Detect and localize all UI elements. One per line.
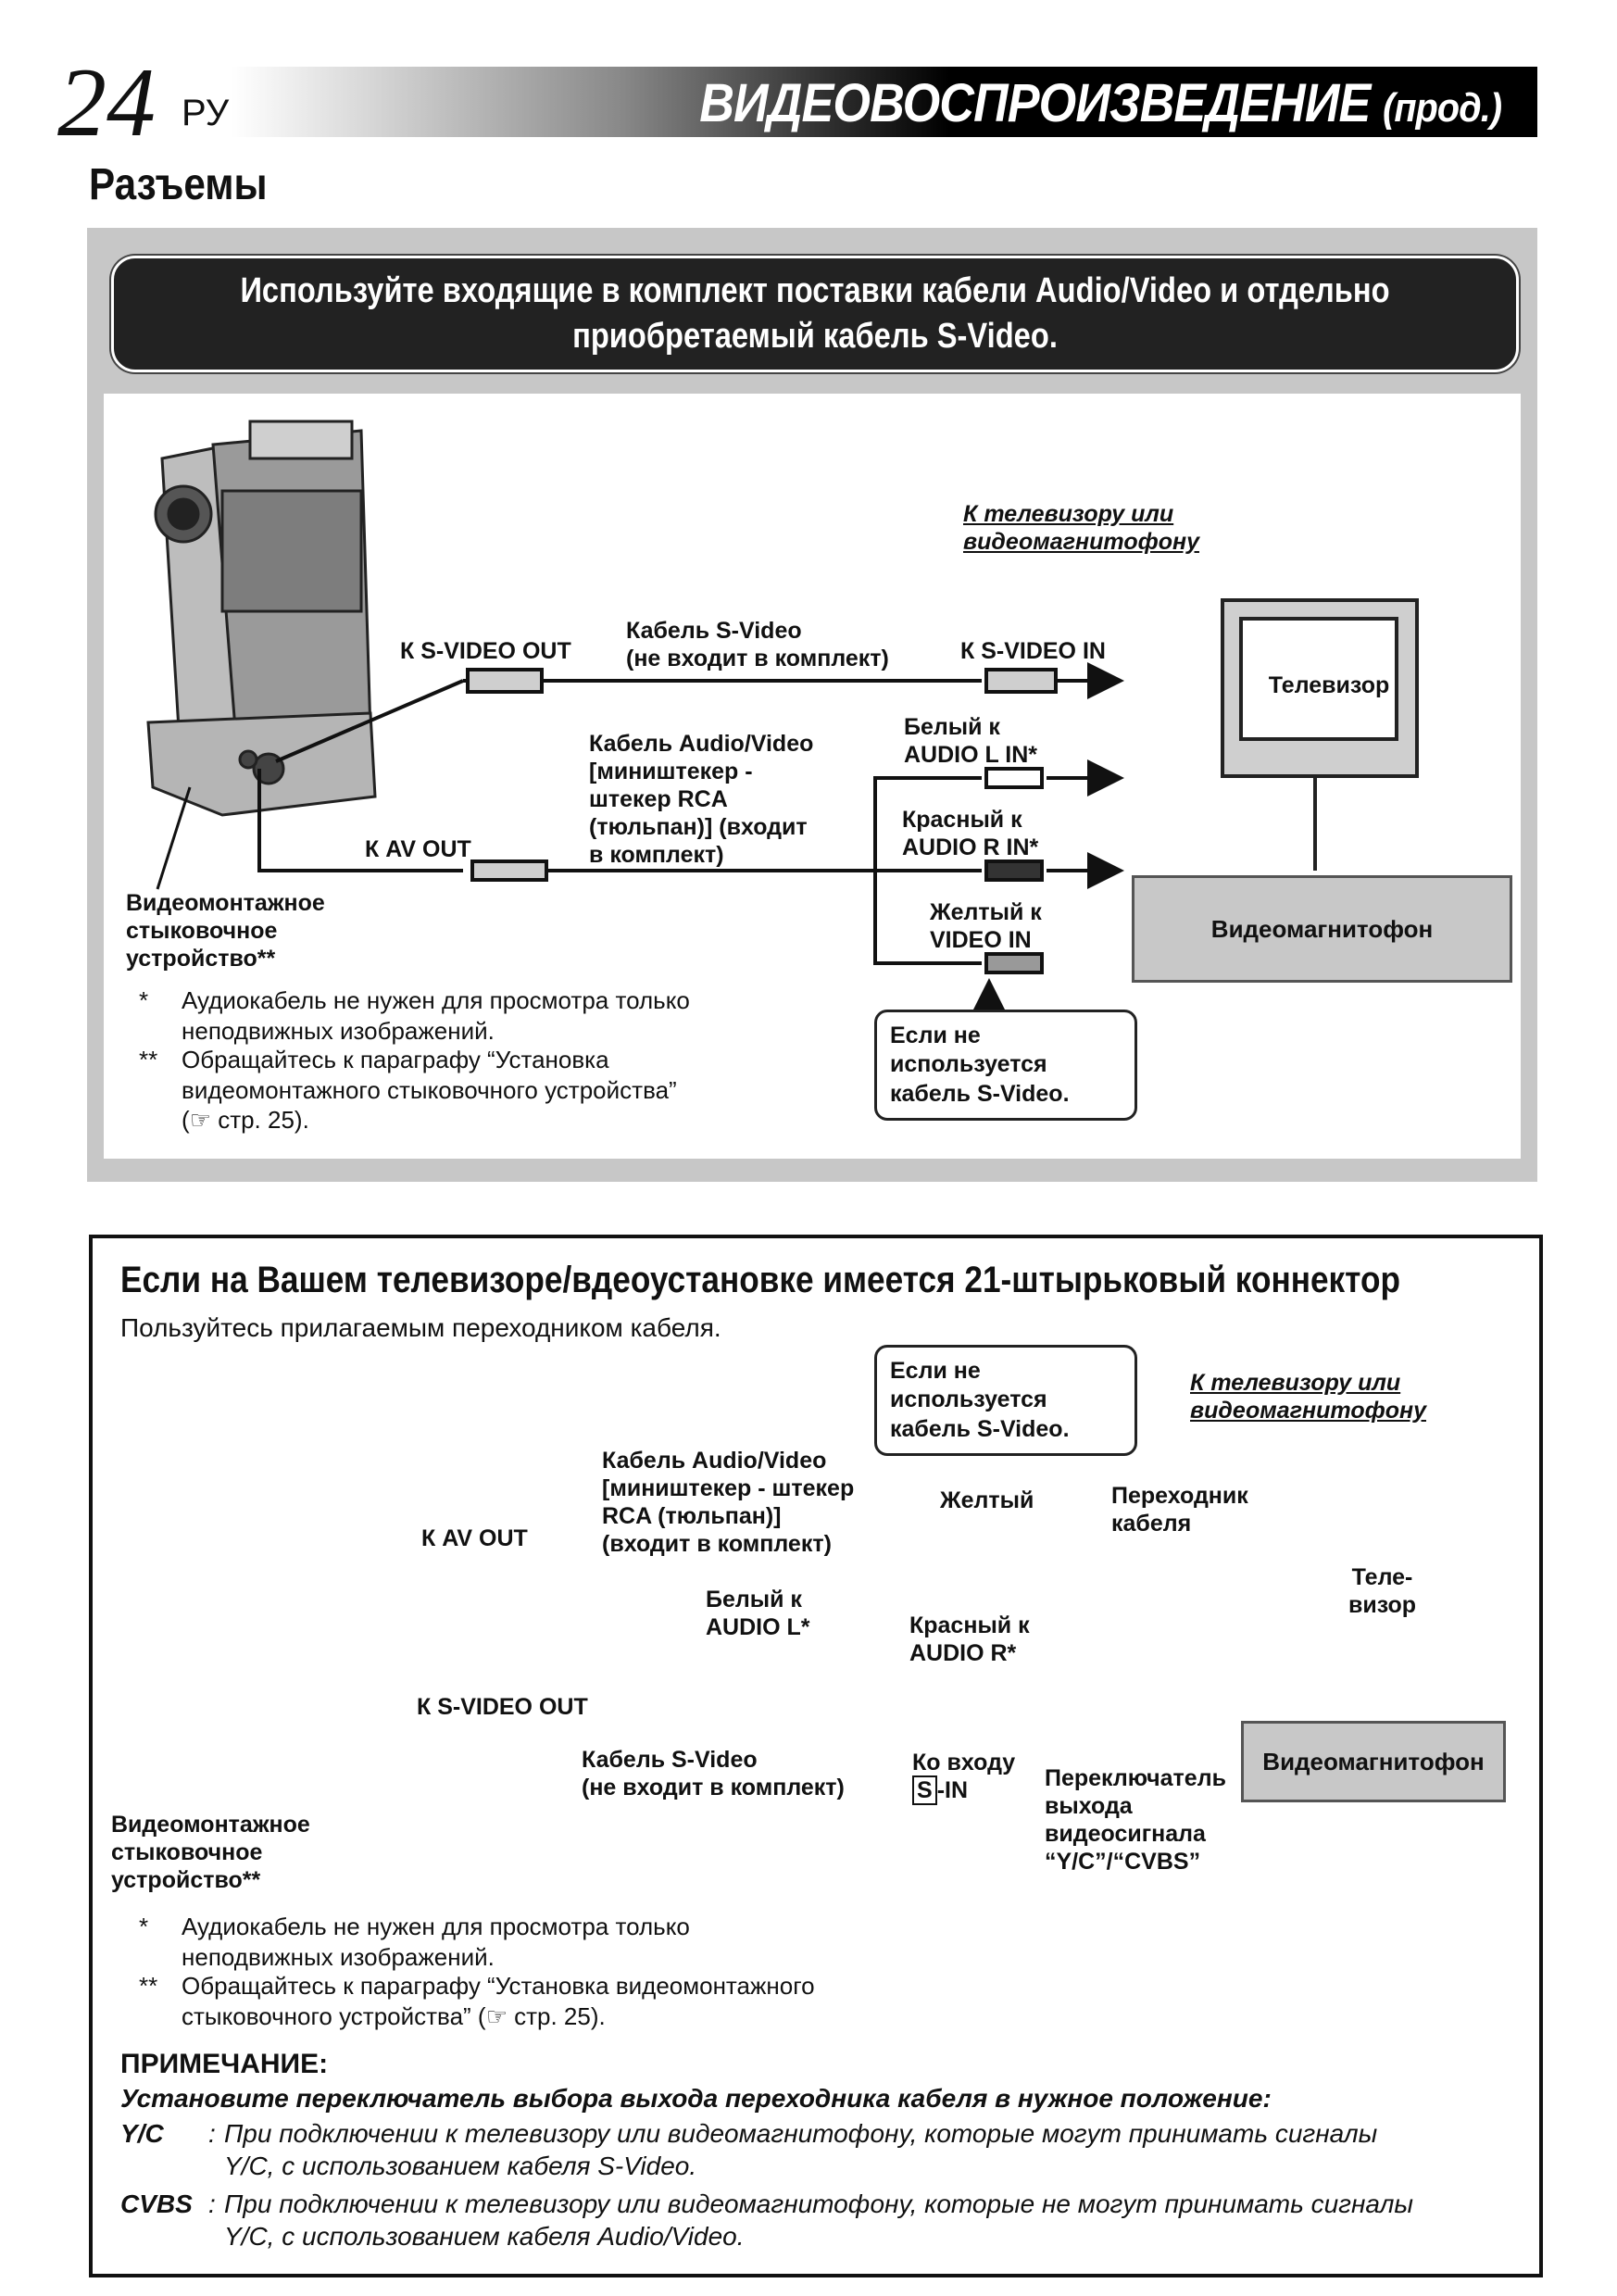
footnote-1b: ** Обращайтесь к параграфу “Установка ви… (139, 1045, 843, 1137)
footnote-mark: * (139, 1913, 149, 1940)
note-heading: ПРИМЕЧАНИЕ: (120, 2049, 329, 2079)
section-title: Разъемы (89, 160, 268, 209)
note-instruction: Установите переключатель выбора выхода п… (120, 2084, 1272, 2113)
header-title-main: ВИДЕОВОСПРОИЗВЕДЕНИЕ (699, 73, 1371, 133)
tv-label-1: Телевизор (1268, 672, 1390, 698)
switch-label: Переключатель выхода видеосигнала “Y/C”/… (1045, 1765, 1226, 1875)
note-cvbs-key: CVBS (120, 2189, 193, 2218)
vcr-label-1: Видеомагнитофон (1210, 914, 1434, 943)
dock-label-2: Видеомонтажное стыковочное устройство** (111, 1812, 310, 1893)
av-cable-label-1: Кабель Audio/Video [миништекер - штекер … (589, 731, 814, 868)
av-out-label-2: К AV OUT (421, 1525, 528, 1551)
note-yc-text: При подключении к телевизору или видеома… (224, 2119, 1378, 2180)
to-tv-vcr-label-1: К телевизору или видеомагнитофону (963, 501, 1199, 555)
footnote-2a: * Аудиокабель не нужен для просмотра тол… (139, 1912, 972, 1971)
vcr-label-2: Видеомагнитофон (1262, 1747, 1485, 1775)
scart-title: Если на Вашем телевизоре/вдеоустановке и… (120, 1260, 1400, 1300)
scart-subtitle: Пользуйтесь прилагаемым переходником каб… (120, 1313, 721, 1342)
tv-label-2: Теле- визор (1348, 1564, 1417, 1618)
s-video-out-label-1: К S-VIDEO OUT (400, 638, 571, 664)
yellow-label-2: Желтый (940, 1487, 1034, 1513)
note-yc-key: Y/C (120, 2119, 164, 2148)
yellow-video-label: Желтый к VIDEO IN (930, 899, 1042, 953)
adapter-label: Переходник кабеля (1111, 1483, 1248, 1537)
note-cvbs: CVBS : При подключении к телевизору или … (120, 2188, 1510, 2252)
vcr-box-1: Видеомагнитофон (1132, 875, 1512, 983)
s-in-label: S-IN (912, 1775, 969, 1805)
dock-label-1: Видеомонтажное стыковочное устройство** (126, 890, 325, 972)
tv-image-1 (1221, 598, 1419, 871)
header-title: ВИДЕОВОСПРОИЗВЕДЕНИЕ (прод.) (699, 72, 1502, 134)
vcr-box-2: Видеомагнитофон (1241, 1721, 1506, 1802)
footnote-text: Аудиокабель не нужен для просмотра тольк… (182, 986, 690, 1045)
s-video-cable-1 (275, 662, 1124, 763)
page-language: РУ (182, 93, 230, 133)
footnote-text: Аудиокабель не нужен для просмотра тольк… (182, 1913, 690, 1971)
footnote-mark: * (139, 986, 149, 1014)
s-video-cable-label-1: Кабель S-Video (не входит в комплект) (626, 618, 889, 671)
s-video-cable-label-2: Кабель S-Video (не входит в комплект) (582, 1747, 845, 1800)
cables-banner: Используйте входящие в комплект поставки… (111, 256, 1519, 372)
to-input-label: Ко входу (912, 1750, 1016, 1775)
callout-no-s-video-2: Если не используется кабель S-Video. (874, 1345, 1137, 1456)
red-audio-r-label: Красный к AUDIO R IN* (902, 807, 1039, 860)
white-audio-l-label-2: Белый к AUDIO L* (706, 1587, 810, 1640)
s-video-in-label-1: К S-VIDEO IN (960, 638, 1106, 664)
footnote-text: Обращайтесь к параграфу “Установка видео… (182, 1046, 677, 1134)
note-cvbs-text: При подключении к телевизору или видеома… (224, 2189, 1414, 2251)
footnote-mark: ** (139, 1972, 158, 2000)
footnote-1a: * Аудиокабель не нужен для просмотра тол… (139, 985, 843, 1045)
dock-pointer-1 (156, 786, 192, 890)
white-audio-l-label: Белый к AUDIO L IN* (904, 714, 1037, 768)
header-title-suffix: (прод.) (1382, 85, 1502, 131)
cables-banner-text: Используйте входящие в комплект поставки… (240, 270, 1390, 356)
page-number: 24 (57, 48, 156, 157)
s-video-out-label-2: К S-VIDEO OUT (417, 1694, 588, 1720)
s-in-text: -IN (936, 1777, 969, 1803)
note-yc-colon: : (208, 2119, 216, 2148)
s-box: S (912, 1775, 937, 1805)
av-cable-label-2: Кабель Audio/Video [миништекер - штекер … (602, 1448, 855, 1557)
note-yc: Y/C : При подключении к телевизору или в… (120, 2117, 1510, 2182)
header-bar (232, 67, 1537, 137)
footnote-2b: ** Обращайтесь к параграфу “Установка ви… (139, 1971, 972, 2036)
callout-no-s-video-1: Если не используется кабель S-Video. (874, 1010, 1137, 1121)
red-audio-r-label-2: Красный к AUDIO R* (909, 1612, 1030, 1666)
footnote-mark: ** (139, 1046, 158, 1073)
panel-scart (89, 1235, 1543, 2277)
footnote-text: Обращайтесь к параграфу “Установка видео… (182, 1972, 815, 2030)
camcorder-image (146, 420, 377, 817)
av-out-label-1: К AV OUT (365, 836, 471, 862)
av-cable-1 (257, 759, 1124, 1033)
note-cvbs-colon: : (208, 2189, 216, 2218)
to-tv-vcr-label-2: К телевизору или видеомагнитофону (1190, 1370, 1426, 1424)
